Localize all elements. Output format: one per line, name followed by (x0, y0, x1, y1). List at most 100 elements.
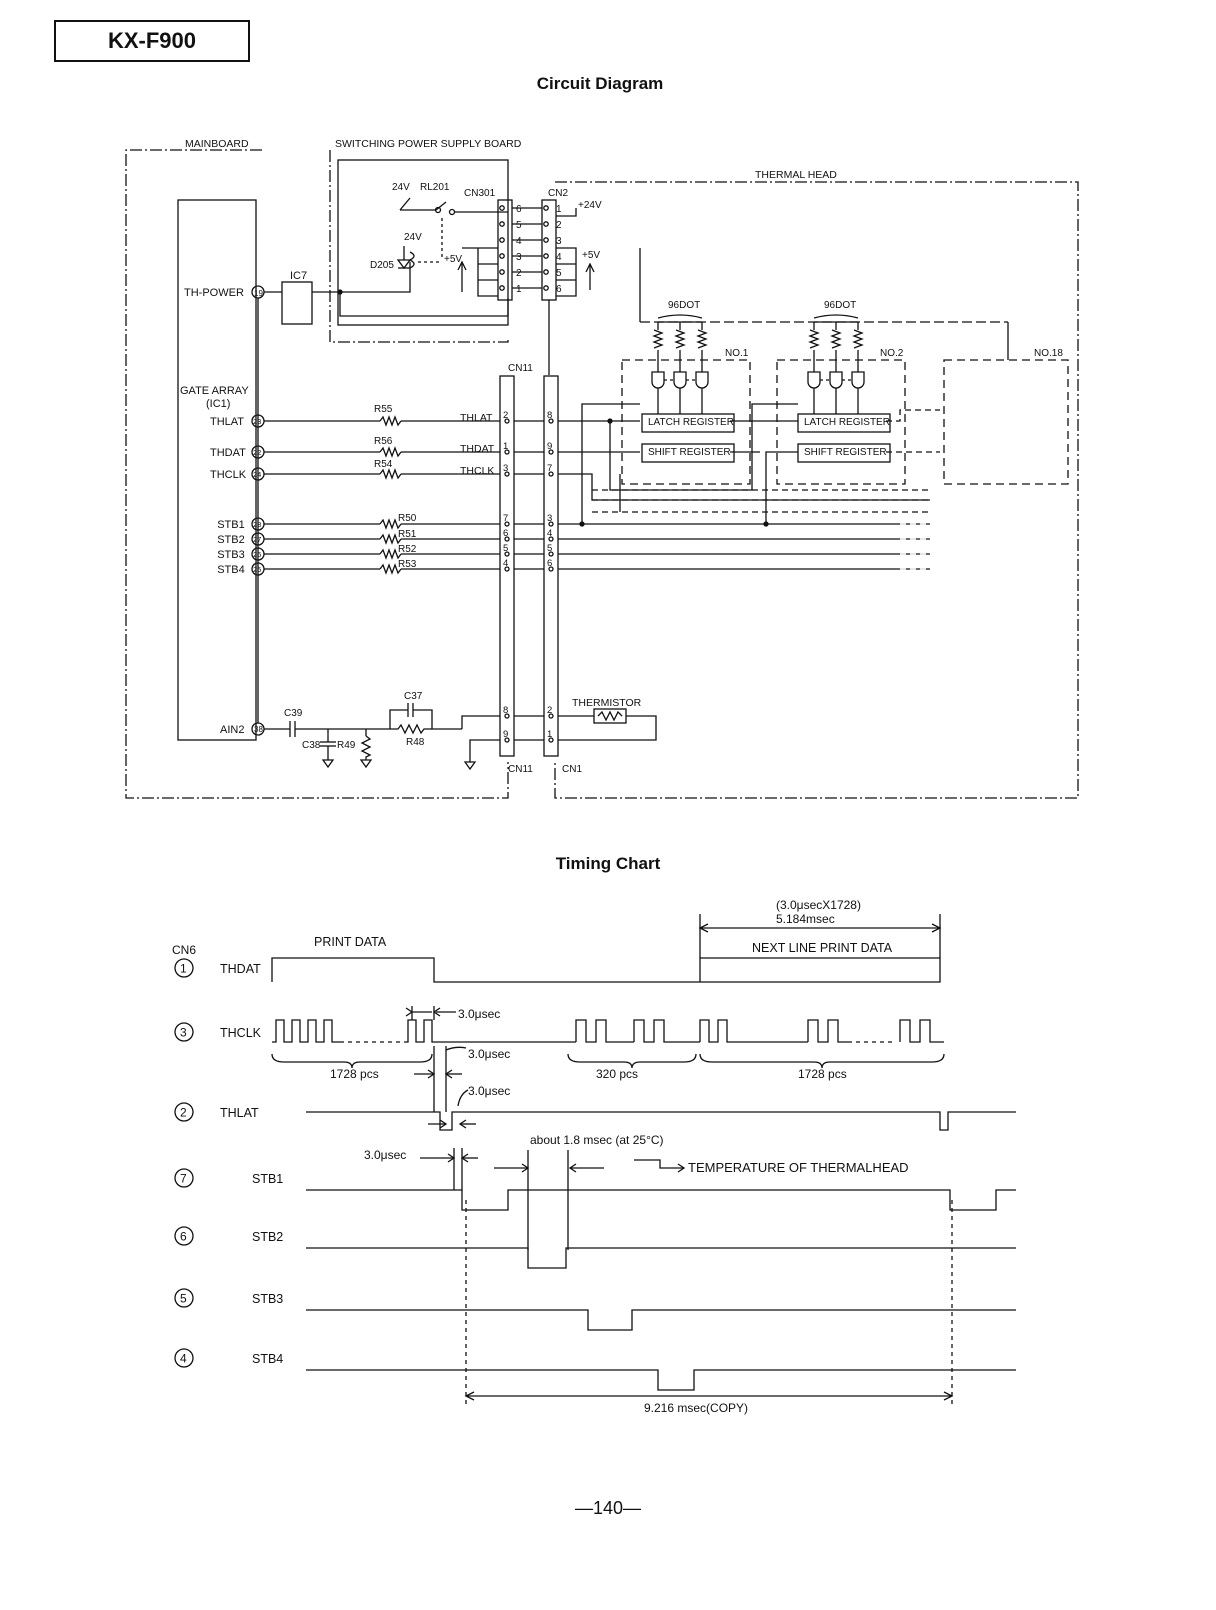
cn301-pin-no: 2 (516, 268, 522, 279)
thclk-burst (575, 1019, 634, 1043)
signal-name: STB3 (252, 1292, 283, 1306)
cn1-pin-no: 3 (547, 513, 552, 524)
pin-no: 28 (253, 520, 261, 529)
cn11-pin (504, 566, 510, 572)
mainboard-label: MAINBOARD (185, 138, 249, 150)
node (763, 521, 769, 527)
head-module (776, 359, 906, 485)
shift1-label: SHIFT REGISTER (648, 447, 731, 458)
cn11-pin-no: 7 (503, 513, 508, 524)
and-gate (673, 371, 687, 389)
signal-name: STB2 (252, 1230, 283, 1244)
cn2-v24: +24V (578, 200, 602, 211)
dur-label: 5.184msec (776, 912, 835, 926)
t-head (677, 1163, 686, 1173)
t-head (460, 1153, 469, 1163)
thclk-line (558, 473, 930, 501)
dot-resistor (652, 329, 664, 349)
and-gate (695, 371, 709, 389)
page-number: —140— (574, 1498, 642, 1518)
cn2-pin (543, 269, 549, 275)
thlat-wave (306, 1111, 1016, 1131)
cn2-v5: +5V (582, 250, 600, 261)
cn1-pin-no: 4 (547, 528, 552, 539)
pin-19-no: 19 (254, 289, 263, 298)
ic7 (281, 281, 313, 325)
stb3-wave (306, 1309, 1016, 1331)
t-head (444, 1069, 453, 1079)
no2-label: NO.2 (880, 348, 904, 359)
cn11-sig-thlat: THLAT (460, 412, 493, 424)
pin-label: THDAT (210, 447, 246, 459)
signal-name: STB4 (252, 1352, 283, 1366)
cn11-connector (499, 375, 515, 757)
th-power-label: TH-POWER (184, 287, 244, 299)
cn301-pin-no: 3 (516, 252, 522, 263)
dot-brace (813, 314, 859, 319)
t-head (447, 1153, 456, 1163)
thclk-burst (404, 1019, 576, 1043)
resistor (379, 533, 402, 545)
resistor (379, 446, 402, 458)
shift2-label: SHIFT REGISTER (804, 447, 887, 458)
r48-label: R48 (406, 737, 425, 748)
pin-no: 27 (253, 535, 261, 544)
cn1-pin (548, 713, 554, 719)
pcs3-label: 1728 pcs (798, 1067, 847, 1081)
next-line-label: NEXT LINE PRINT DATA (752, 941, 893, 955)
dot-brace (657, 314, 703, 319)
pin-no: 23 (253, 417, 261, 426)
signal-number-circle (174, 958, 194, 978)
signal-number: 4 (180, 1352, 187, 1366)
cn2-label: CN2 (548, 188, 568, 199)
cn1-pin-no: 6 (547, 558, 552, 569)
pin-label: THLAT (210, 416, 244, 428)
cn2-pin (543, 253, 549, 259)
and-gate (651, 371, 665, 389)
cn11-pin-no: 2 (503, 410, 508, 421)
cn2-pin-no: 2 (556, 220, 562, 231)
t-lead (457, 1089, 469, 1107)
cn301-pin (499, 253, 505, 259)
cn2-pin-no: 6 (556, 284, 562, 295)
signal-name: THCLK (220, 1026, 262, 1040)
cn301-pin (499, 285, 505, 291)
cn1-label: CN1 (562, 764, 582, 775)
stb2-wave (306, 1247, 1016, 1269)
cn2-pin (543, 221, 549, 227)
t3-label: 3.0μsec (468, 1084, 510, 1098)
signal-name: STB1 (252, 1172, 283, 1186)
thermal-head-outline (554, 181, 1079, 799)
t-head (439, 1119, 448, 1129)
dot-resistor (830, 329, 842, 349)
cn2-pin-no: 4 (556, 252, 562, 263)
latch-register (797, 413, 891, 433)
dot-resistor (808, 329, 820, 349)
pin-label: STB3 (217, 549, 245, 561)
cn301-pin-no: 5 (516, 220, 522, 231)
latch-register (641, 413, 735, 433)
cn11-pin (504, 551, 510, 557)
signal-number-circle (174, 1226, 194, 1246)
v5-a: +5V (444, 254, 462, 265)
brace (271, 1053, 433, 1069)
cn301-pin (499, 269, 505, 275)
ic7-label: IC7 (290, 270, 307, 282)
stb4-wave (306, 1369, 1016, 1391)
pin-38-no: 38 (254, 725, 263, 734)
model-box: KX-F900 (54, 20, 250, 62)
pin-label: STB1 (217, 519, 245, 531)
cn2-pin (543, 205, 549, 211)
and-gate (807, 371, 821, 389)
cn11-pin (504, 471, 510, 477)
circuit-diagram: MAINBOARD SWITCHING POWER SUPPLY BOARD T… (125, 138, 1079, 799)
psu-inner-box (337, 159, 509, 326)
signal-name: THDAT (220, 962, 261, 976)
head-blocks (621, 248, 1069, 485)
cn301-pin (499, 237, 505, 243)
pcs1-label: 1728 pcs (330, 1067, 379, 1081)
r49-label: R49 (337, 740, 356, 751)
